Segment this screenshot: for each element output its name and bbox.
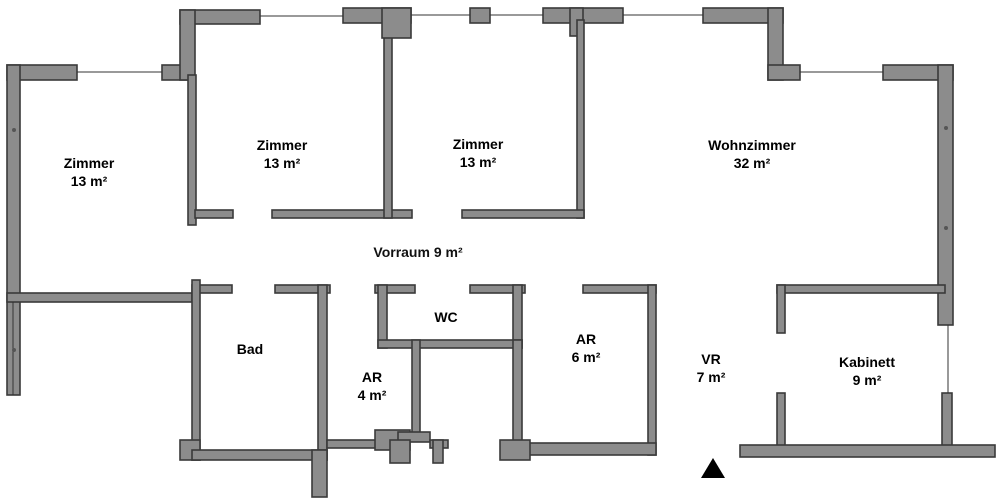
wall-wc-top-right xyxy=(469,284,526,294)
wall-bottom-right xyxy=(739,444,996,458)
room-name-bad: Bad xyxy=(237,341,263,357)
wall-bad-left xyxy=(191,279,201,461)
wall-wc-bottom xyxy=(377,339,523,349)
marker-dot xyxy=(944,126,948,130)
room-area-ar-large: 6 m² xyxy=(572,349,601,365)
room-area-ar-small: 4 m² xyxy=(358,387,387,403)
wall-kab-top xyxy=(776,284,946,294)
wall-z2-bottom-left xyxy=(194,209,234,219)
walls xyxy=(6,7,996,498)
room-area-zimmer-left: 13 m² xyxy=(71,173,108,189)
room-name-ar-large: AR xyxy=(576,331,596,347)
wall-wc-right xyxy=(512,284,523,349)
marker-dot xyxy=(944,226,948,230)
wall-z2-z3-divider xyxy=(383,19,393,219)
room-name-zimmer-left: Zimmer xyxy=(64,155,115,171)
wall-shaft-5 xyxy=(432,439,444,464)
room-name-zimmer-mid1: Zimmer xyxy=(257,137,308,153)
room-name-wohnzimmer: Wohnzimmer xyxy=(708,137,796,153)
room-name-zimmer-mid2: Zimmer xyxy=(453,136,504,152)
wall-ar-large-shaft xyxy=(499,439,531,461)
wall-kab-left-bottom xyxy=(776,392,786,454)
marker-dot xyxy=(12,348,16,352)
wall-wc-top-left xyxy=(374,284,416,294)
wall-bottom-left-stub xyxy=(311,449,328,498)
wall-z3-bottom xyxy=(461,209,585,219)
wall-z3-right-inner xyxy=(576,19,585,219)
markers xyxy=(12,126,948,352)
wall-ar-large-bottom xyxy=(512,442,657,456)
room-name-kabinett: Kabinett xyxy=(839,354,895,370)
entrance-arrow-icon xyxy=(701,458,725,478)
room-labels: Zimmer 13 m² Zimmer 13 m² Zimmer 13 m² W… xyxy=(64,136,896,403)
wall-kab-left-top xyxy=(776,284,786,334)
room-label-vorraum: Vorraum 9 m² xyxy=(373,244,463,260)
wall-z2-left-inner xyxy=(187,74,197,226)
wall-bottom-left xyxy=(191,449,328,461)
wall-z3-top-left xyxy=(381,7,412,39)
room-area-zimmer-mid1: 13 m² xyxy=(264,155,301,171)
wall-bad-ar-divider xyxy=(317,284,328,461)
wall-ar-small-right xyxy=(411,339,421,436)
wall-z2-z3-bottom xyxy=(271,209,413,219)
marker-dot xyxy=(12,128,16,132)
wall-z2-left xyxy=(179,9,196,81)
wall-shaft-2 xyxy=(397,431,431,443)
wall-wz-corner-stub xyxy=(767,64,801,81)
wall-bottom-mid xyxy=(326,439,378,449)
room-area-kabinett: 9 m² xyxy=(853,372,882,388)
room-area-zimmer-mid2: 13 m² xyxy=(460,154,497,170)
room-area-wohnzimmer: 32 m² xyxy=(734,155,771,171)
wall-shaft-3 xyxy=(389,439,411,464)
wall-ar-large-top xyxy=(582,284,657,294)
wall-ar-large-left xyxy=(512,339,523,451)
wall-wz-right xyxy=(937,64,954,326)
wall-mid-pillar xyxy=(469,7,491,24)
wall-left-room-bottom xyxy=(6,292,193,303)
room-name-wc: WC xyxy=(434,309,457,325)
wall-kab-right xyxy=(941,392,953,454)
wall-ar-large-right xyxy=(647,284,657,456)
room-area-vr: 7 m² xyxy=(697,369,726,385)
wall-bad-ar-top xyxy=(274,284,331,294)
windows xyxy=(12,14,949,395)
room-name-ar-small: AR xyxy=(362,369,382,385)
room-name-vr: VR xyxy=(701,351,720,367)
wall-wc-left xyxy=(377,284,388,349)
